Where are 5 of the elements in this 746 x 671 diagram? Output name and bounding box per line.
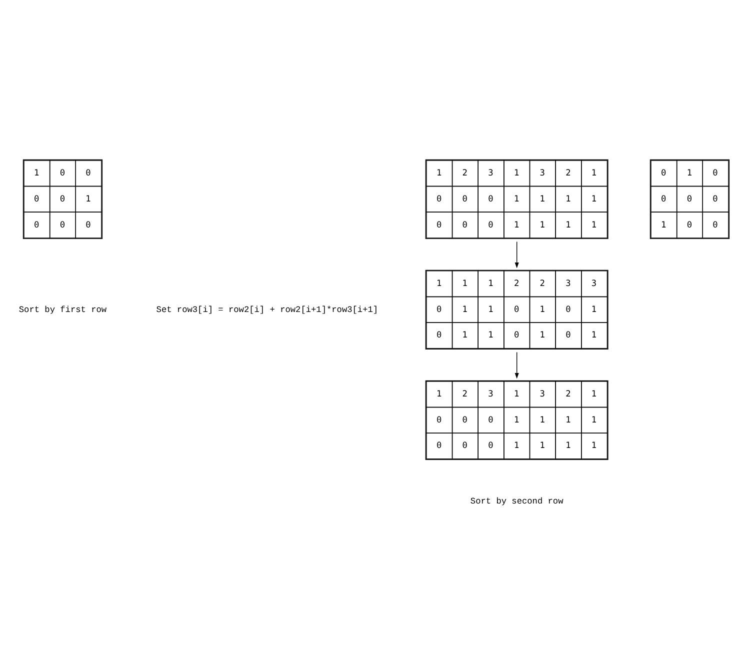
label: Sort by first row <box>18 304 107 315</box>
label: Sort by second row <box>470 496 564 506</box>
arrow <box>514 352 519 379</box>
arrow <box>514 241 519 268</box>
label: Set row3[i] = row2[i] + row2[i+1]*row3[i+1] <box>156 304 378 315</box>
